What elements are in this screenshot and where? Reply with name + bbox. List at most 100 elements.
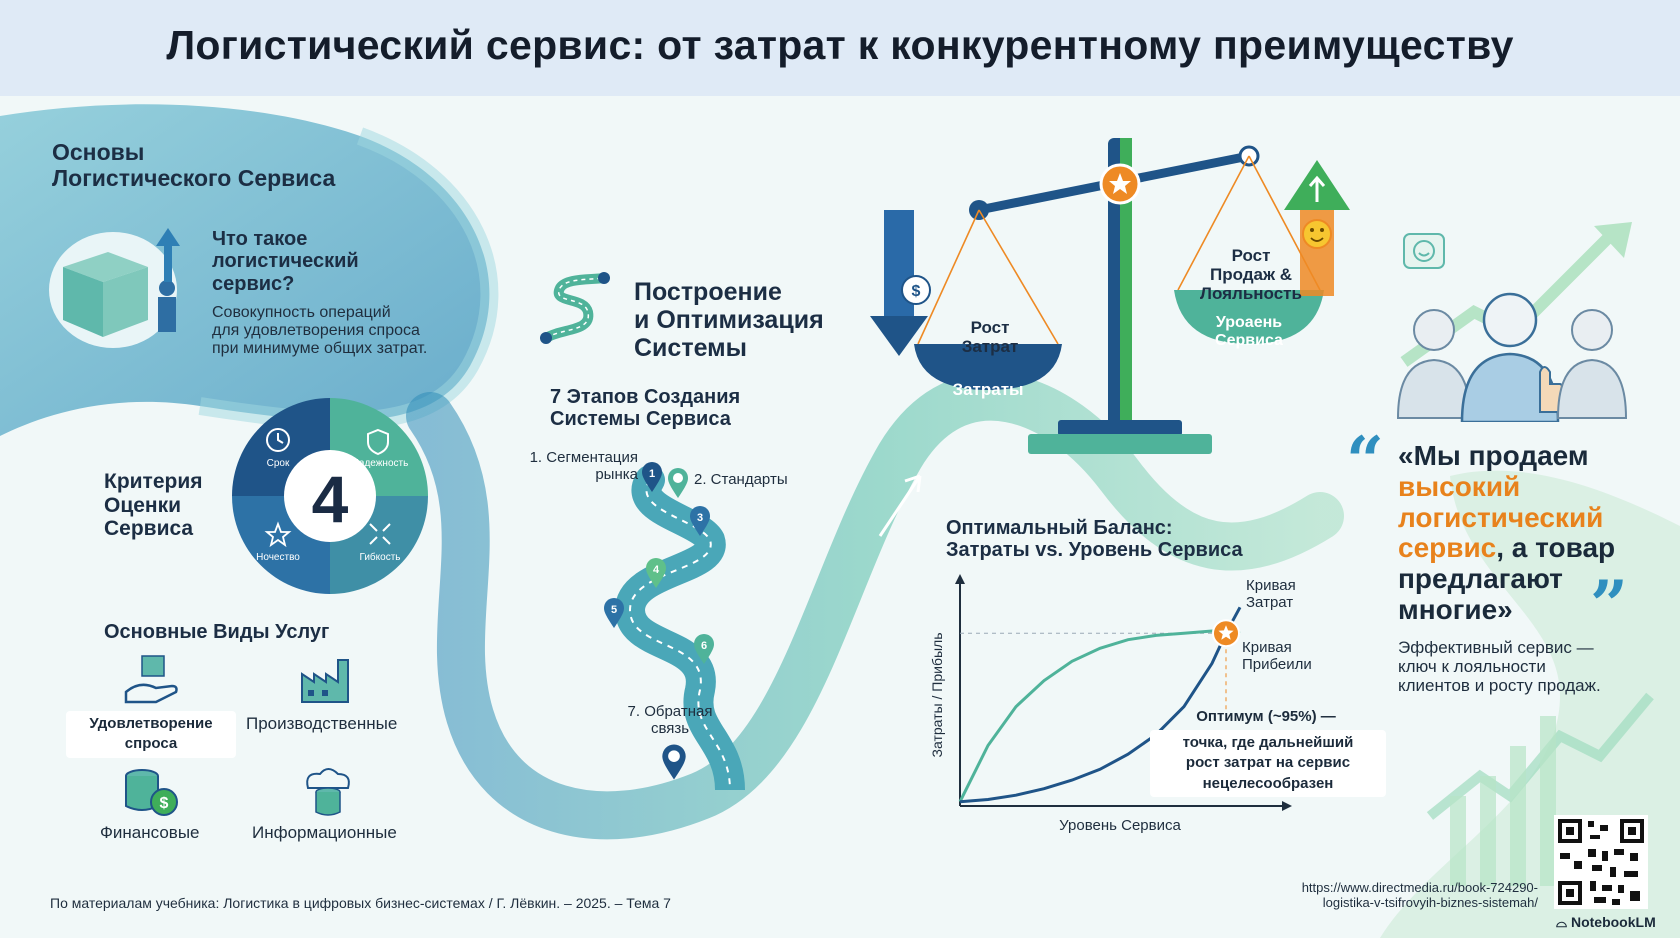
what-is-description: Совокупность операций для удовлетворения…	[212, 304, 427, 358]
fundamentals-heading-line1: Основы	[52, 139, 145, 165]
stage-marker-1: 1	[642, 462, 662, 492]
service-pan-label: Уроаень Сервиса	[1174, 314, 1324, 350]
stage7-label-line2: связь	[650, 719, 690, 737]
service-pan-line2: Сервиса	[1215, 331, 1283, 349]
what-desc-line1: Совокупность операций	[212, 304, 391, 321]
criteria-heading-line3: Сервиса	[104, 517, 194, 541]
criteria-wheel: Срок Надежность Гибкость Ночество 4	[232, 398, 428, 594]
coins-icon: $	[125, 769, 178, 816]
what-title-line2: логистический	[212, 250, 359, 273]
stage1-label-line1: 1. Сегментация	[529, 449, 638, 466]
cost-growth-label: Рост Затрат	[950, 318, 1030, 356]
page-title: Логистический сервис: от затрат к конкур…	[166, 22, 1514, 68]
svg-text:6: 6	[701, 640, 707, 652]
optimum-title: Оптимум (~95%) —	[1196, 708, 1336, 725]
stages-heading-line1: 7 Этапов Создания	[550, 386, 741, 408]
what-desc-line2: для удовлетворения спроса	[212, 321, 420, 339]
balance-scale: $	[870, 138, 1350, 454]
criteria-label-reliability: Надежность	[352, 458, 409, 469]
stages-road	[614, 465, 745, 790]
service-demand-label: Удовлетворение спроса	[66, 711, 236, 758]
source-url-line1[interactable]: https://www.directmedia.ru/book-724290-	[1301, 880, 1538, 895]
what-title-line1: Что такое	[212, 228, 308, 250]
svg-text:3: 3	[697, 512, 703, 524]
system-heading: Построение и Оптимизация Системы	[634, 278, 824, 362]
criteria-center	[284, 450, 376, 542]
brand-label: ⌓ NotebookLM	[1556, 914, 1656, 931]
system-heading-line1: Построение	[634, 278, 782, 306]
speech-bubble-icon	[1403, 233, 1445, 269]
quote-highlight2: логистический	[1398, 501, 1604, 533]
optimum-line2: рост затрат на сервис	[1185, 754, 1351, 772]
balance-heading: Оптимальный Баланс: Затраты vs. Уровень …	[946, 517, 1243, 562]
quote-text: «Мы продаем высокий логистический сервис…	[1398, 440, 1615, 626]
sales-growth-line3: Лояльность	[1200, 284, 1302, 304]
stage-marker-5: 5	[604, 598, 624, 628]
service-financial-label: Финансовые	[100, 823, 200, 842]
brand-name: NotebookLM	[1570, 914, 1656, 930]
stage1-label-line2: рынка	[595, 465, 638, 483]
system-heading-line2: и Оптимизация	[634, 306, 824, 334]
what-title-line3: сервис?	[212, 272, 295, 295]
service-pan	[1174, 290, 1324, 344]
svg-text:5: 5	[611, 604, 617, 616]
close-quote-icon: ”	[1590, 566, 1628, 644]
quote-sub-line3: клиентов и росту продаж.	[1398, 676, 1601, 696]
quote-line6: многие»	[1398, 593, 1513, 625]
stage2-label: 2. Стандарты	[694, 471, 788, 488]
quote-line5: предлагают	[1398, 563, 1563, 595]
stage-marker-2	[668, 468, 688, 498]
sales-growth-line2: Продаж &	[1209, 265, 1293, 285]
source-url-line2[interactable]: logistika-v-tsifrovyih-biznes-sistemah/	[1322, 895, 1538, 910]
profit-curve-label: Кривая Прибеили	[1242, 639, 1312, 674]
balance-heading-line1: Оптимальный Баланс:	[946, 517, 1173, 539]
cost-growth-line1: Рост	[970, 318, 1010, 337]
y-axis-label: Затраты / Прибыль	[929, 633, 945, 758]
stage7-label: 7. Обратная связь	[624, 703, 716, 738]
services-heading: Основные Виды Услуг	[104, 621, 330, 643]
criteria-heading-line2: Оценки	[104, 493, 182, 517]
balance-chart: Затраты / Прибыль Уровень Сервиса	[929, 574, 1292, 834]
clock-icon	[266, 428, 290, 452]
stages-heading: 7 Этапов Создания Системы Сервиса	[550, 386, 740, 431]
notebooklm-logo-icon: ⌓	[1556, 914, 1568, 930]
box-person-icon	[49, 228, 180, 348]
sales-growth-line1: Рост	[1231, 246, 1271, 265]
source-citation: По материалам учебника: Логистика в цифр…	[50, 895, 671, 911]
customers-illustration	[1396, 222, 1632, 422]
source-url[interactable]: https://www.directmedia.ru/book-724290- …	[1226, 880, 1538, 910]
stage1-label: 1. Сегментация рынка	[518, 449, 638, 484]
service-demand-line2: спроса	[124, 735, 178, 753]
criteria-label-quality: Ночество	[256, 552, 300, 563]
cost-curve	[959, 606, 1242, 804]
cost-curve-label-line2: Затрат	[1246, 593, 1294, 611]
quote-line1: «Мы продаем	[1398, 440, 1589, 471]
svg-text:4: 4	[653, 564, 660, 576]
optimum-description: точка, где дальнейший рост затрат на сер…	[1150, 730, 1386, 797]
what-desc-line3: при минимуме общих затрат.	[212, 339, 428, 357]
x-axis-label: Уровень Сервиса	[1059, 817, 1181, 834]
qr-code-icon[interactable]	[1554, 815, 1648, 909]
quote-sub-line2: ключ к лояльности	[1398, 657, 1546, 677]
cost-curve-label: Кривая Затрат	[1246, 577, 1296, 612]
criteria-label-time: Срок	[267, 458, 290, 469]
cost-down-arrow-icon	[870, 316, 928, 356]
stage-marker-6: 6	[694, 634, 714, 664]
service-information-label: Информационные	[252, 823, 397, 842]
criteria-heading-line1: Критерия	[104, 470, 203, 493]
stage-marker-3: 3	[690, 506, 710, 536]
shield-icon	[367, 428, 389, 456]
svg-text:$: $	[160, 795, 169, 812]
svg-text:$: $	[912, 283, 921, 300]
cloud-database-icon	[306, 768, 350, 816]
what-is-title: Что такое логистический сервис?	[212, 228, 359, 295]
open-quote-icon: “	[1346, 422, 1384, 500]
cost-pan-label: Затраты	[952, 380, 1024, 399]
factory-icon	[301, 659, 349, 703]
system-heading-line3: Системы	[634, 334, 747, 362]
criteria-heading: Критерия Оценки Сервиса	[104, 470, 203, 541]
svg-text:1: 1	[649, 468, 655, 480]
cost-curve-label-line1: Кривая	[1246, 577, 1296, 594]
profit-curve-label-line2: Прибеили	[1242, 655, 1312, 673]
quote-highlight3: сервис	[1398, 532, 1497, 564]
